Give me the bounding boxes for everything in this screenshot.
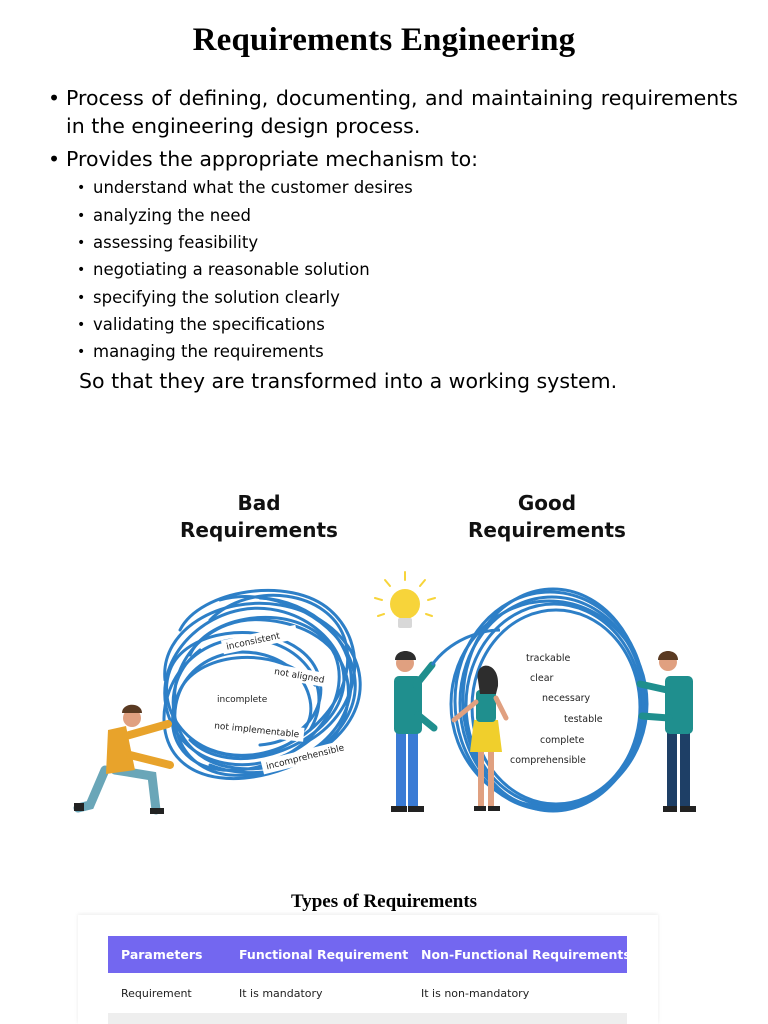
sub-bullet-text: validating the specifications — [93, 315, 325, 334]
bullet-dot: • — [48, 86, 61, 110]
bullet-item: • Process of defining, documenting, and … — [48, 84, 738, 140]
sub-bullet-text: assessing feasibility — [93, 233, 259, 252]
sub-bullet-item: • validating the specifications — [77, 315, 677, 335]
standing-man-figure — [636, 651, 696, 812]
bad-tag: incomplete — [213, 692, 283, 706]
table-header-cell: Functional Requirement — [239, 947, 409, 962]
page-title: Requirements Engineering — [192, 22, 576, 58]
bad-tag: not aligned — [265, 662, 337, 689]
good-tag: clear — [530, 673, 554, 684]
tidy-loops — [430, 587, 649, 813]
sub-bullet-text: specifying the solution clearly — [93, 288, 340, 307]
man-with-ball-figure — [391, 651, 438, 812]
table-row-partial — [108, 1013, 627, 1024]
table-cell: It is mandatory — [239, 987, 323, 1000]
bullet-dot: • — [77, 262, 86, 278]
sub-bullet-text: understand what the customer desires — [93, 178, 413, 197]
bullet-dot: • — [77, 180, 86, 196]
good-heading-line2: Requirements — [468, 518, 626, 542]
sub-bullet-text: analyzing the need — [93, 206, 252, 225]
good-tag: necessary — [542, 693, 591, 704]
sub-bullet-item: • assessing feasibility — [77, 233, 677, 253]
sub-bullet-item: • analyzing the need — [77, 206, 677, 226]
bullet-dot: • — [77, 208, 86, 224]
bad-tag: not implementable — [207, 717, 305, 742]
sub-bullet-item: • specifying the solution clearly — [77, 288, 677, 308]
bullet-dot: • — [77, 235, 86, 251]
requirements-table: Parameters Functional Requirement Non-Fu… — [78, 915, 658, 1024]
bullet-item: • Provides the appropriate mechanism to: — [48, 145, 738, 173]
table-header-cell: Parameters — [121, 947, 203, 962]
kneeling-man-figure — [73, 704, 174, 815]
table-header-cell: Non-Functional Requirements — [421, 947, 631, 962]
closing-sentence: So that they are transformed into a work… — [79, 369, 618, 393]
bullet-dot: • — [48, 147, 61, 171]
good-tag: trackable — [526, 653, 571, 664]
woman-figure — [451, 665, 509, 811]
table-cell: It is non-mandatory — [421, 987, 530, 1000]
table-cell: Requirement — [121, 987, 192, 1000]
good-heading-line1: Good — [518, 491, 576, 515]
table-row: Requirement It is mandatory It is non-ma… — [108, 975, 627, 1013]
svg-text:incomplete: incomplete — [217, 695, 268, 705]
table-header: Parameters Functional Requirement Non-Fu… — [108, 936, 631, 973]
bad-heading-line2: Requirements — [180, 518, 338, 542]
bullet-dot: • — [77, 290, 86, 306]
types-of-requirements-title: Types of Requirements — [290, 891, 478, 912]
sub-bullet-item: • managing the requirements — [77, 342, 677, 362]
bad-heading-line1: Bad — [237, 491, 280, 515]
sub-bullet-item: • understand what the customer desires — [77, 178, 677, 198]
bullet-dot: • — [77, 317, 86, 333]
good-tag: testable — [564, 714, 603, 725]
requirements-illustration: Bad Requirements Good Requirements incon… — [73, 491, 696, 815]
lightbulb-icon — [374, 571, 436, 628]
good-tag: complete — [540, 735, 585, 746]
sub-bullet-text: managing the requirements — [93, 342, 324, 361]
bullet-text: Process of defining, documenting, and ma… — [66, 86, 738, 138]
bullet-dot: • — [77, 344, 86, 360]
sub-bullet-item: • negotiating a reasonable solution — [77, 260, 677, 280]
sub-bullet-text: negotiating a reasonable solution — [93, 260, 370, 279]
bullet-text: Provides the appropriate mechanism to: — [66, 147, 479, 171]
good-tag: comprehensible — [510, 755, 586, 766]
tangled-scribble — [162, 588, 362, 781]
